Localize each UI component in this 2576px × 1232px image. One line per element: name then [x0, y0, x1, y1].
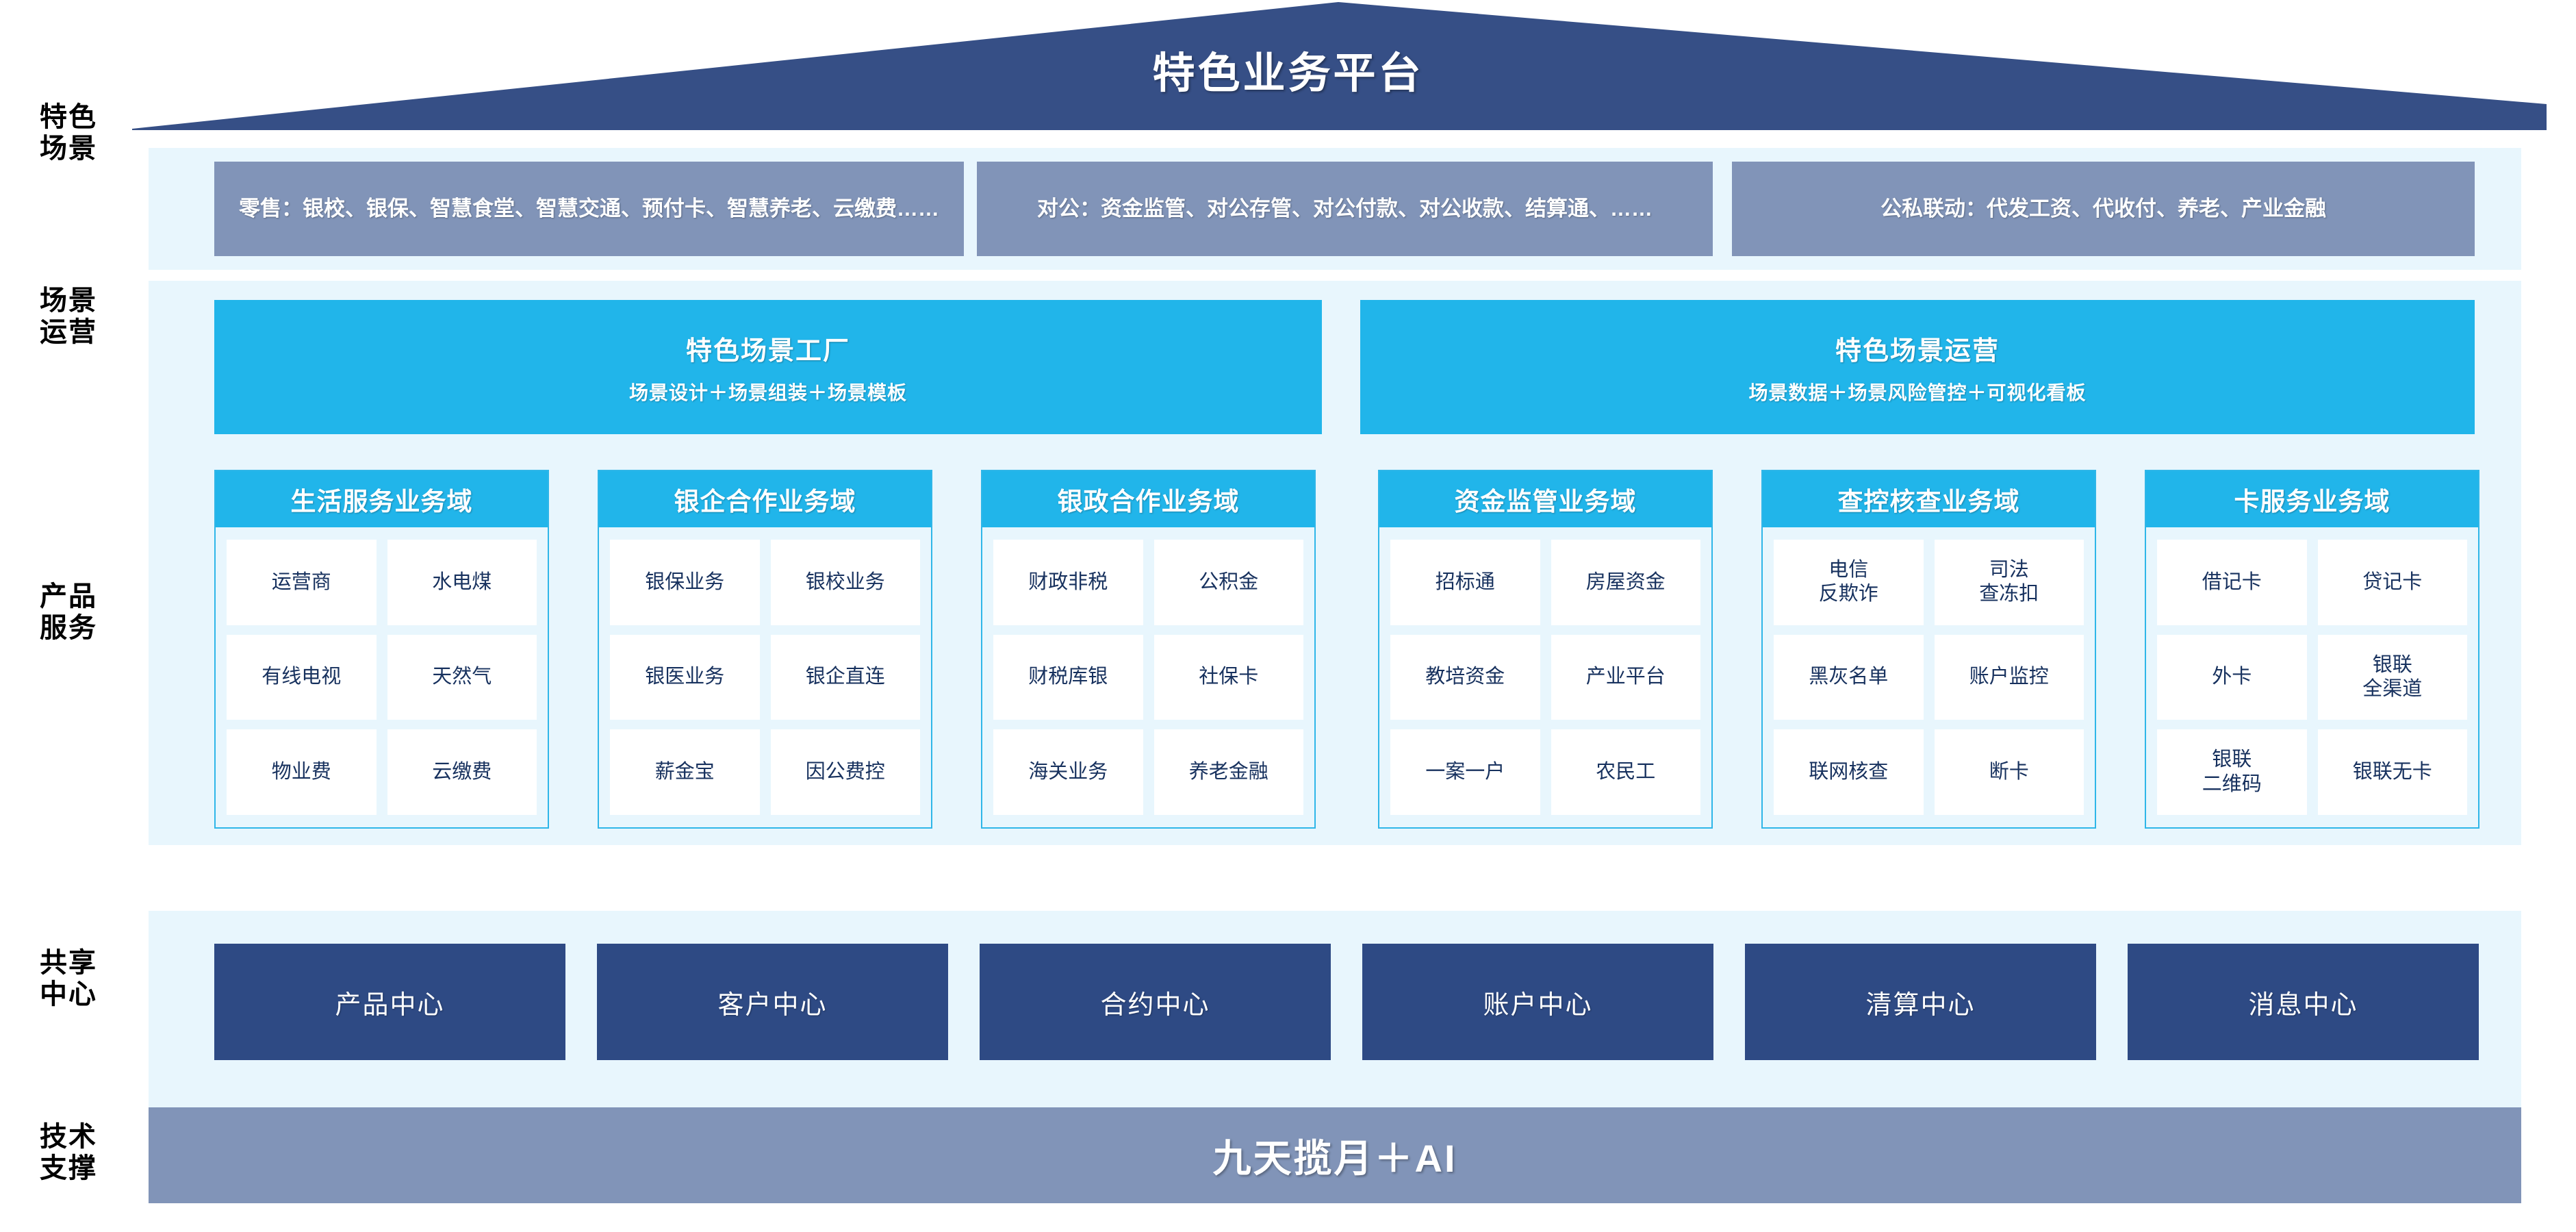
operation-subtitle: 场景数据＋场景风险管控＋可视化看板 — [1748, 381, 2087, 403]
domain-title: 银企合作业务域 — [599, 471, 931, 527]
domain-cell[interactable]: 司法 查冻扣 — [1934, 540, 2084, 625]
scenario-box-retail[interactable]: 零售：银校、银保、智慧食堂、智慧交通、预付卡、智慧养老、云缴费…… — [214, 162, 964, 256]
domain-cell[interactable]: 财税库银 — [993, 634, 1143, 720]
operation-title: 特色场景运营 — [1835, 336, 2000, 366]
row-label-operations: 场景 运营 — [40, 286, 97, 348]
domain-cell[interactable]: 招标通 — [1390, 540, 1540, 625]
roof-shape — [132, 2, 2547, 130]
domain-title: 查控核查业务域 — [1763, 471, 2095, 527]
domain-cell[interactable]: 云缴费 — [387, 729, 537, 815]
domain-cell[interactable]: 水电煤 — [387, 540, 537, 625]
domain-cell[interactable]: 借记卡 — [2157, 540, 2307, 625]
domain-cell[interactable]: 财政非税 — [993, 540, 1143, 625]
domain-cell[interactable]: 社保卡 — [1153, 634, 1303, 720]
shared-center-product-center[interactable]: 产品中心 — [214, 944, 565, 1060]
domain-cell[interactable]: 养老金融 — [1153, 729, 1303, 815]
domain-title: 资金监管业务域 — [1379, 471, 1711, 527]
domain-cell[interactable]: 海关业务 — [993, 729, 1143, 815]
domain-cell[interactable]: 银保业务 — [610, 540, 760, 625]
row-label-shared: 共享 中心 — [40, 948, 97, 1010]
operation-subtitle: 场景设计＋场景组装＋场景模板 — [628, 381, 907, 403]
domain-cell[interactable]: 运营商 — [227, 540, 377, 625]
domain-cell[interactable]: 外卡 — [2157, 634, 2307, 720]
domain-cell[interactable]: 联网核查 — [1774, 729, 1924, 815]
domain-cell-grid: 运营商 水电煤 有线电视 天然气 物业费 云缴费 — [216, 527, 548, 827]
domain-title: 银政合作业务域 — [982, 471, 1314, 527]
row-label-products: 产品 服务 — [40, 581, 97, 644]
domain-cell-grid: 借记卡 贷记卡 外卡 银联 全渠道 银联 二维码 银联无卡 — [2146, 527, 2478, 827]
domain-title: 卡服务业务域 — [2146, 471, 2478, 527]
domain-card-investigation-control[interactable]: 查控核查业务域 电信 反欺诈 司法 查冻扣 黑灰名单 账户监控 联网核查 断卡 — [1761, 470, 2096, 829]
page-title: 特色业务平台 — [1152, 50, 1424, 97]
scenario-box-public-private[interactable]: 公私联动：代发工资、代收付、养老、产业金融 — [1732, 162, 2475, 256]
domain-cell[interactable]: 天然气 — [387, 634, 537, 720]
row-label-scenarios: 特色 场景 — [40, 102, 97, 164]
domain-card-fund-supervision[interactable]: 资金监管业务域 招标通 房屋资金 教培资金 产业平台 一案一户 农民工 — [1378, 470, 1713, 829]
domain-cell[interactable]: 一案一户 — [1390, 729, 1540, 815]
scenario-box-corporate[interactable]: 对公：资金监管、对公存管、对公付款、对公收款、结算通、…… — [977, 162, 1713, 256]
domain-cell[interactable]: 物业费 — [227, 729, 377, 815]
shared-center-account-center[interactable]: 账户中心 — [1362, 944, 1713, 1060]
domain-cell[interactable]: 有线电视 — [227, 634, 377, 720]
domain-card-bank-enterprise[interactable]: 银企合作业务域 银保业务 银校业务 银医业务 银企直连 薪金宝 因公费控 — [598, 470, 932, 829]
domain-title: 生活服务业务域 — [216, 471, 548, 527]
domain-cell[interactable]: 农民工 — [1551, 729, 1700, 815]
domain-card-card-service[interactable]: 卡服务业务域 借记卡 贷记卡 外卡 银联 全渠道 银联 二维码 银联无卡 — [2145, 470, 2479, 829]
domain-cell[interactable]: 教培资金 — [1390, 634, 1540, 720]
domain-cell[interactable]: 产业平台 — [1551, 634, 1700, 720]
domain-cell[interactable]: 银联 全渠道 — [2317, 634, 2467, 720]
domain-cell[interactable]: 电信 反欺诈 — [1774, 540, 1924, 625]
shared-center-message-center[interactable]: 消息中心 — [2128, 944, 2479, 1060]
domain-cell[interactable]: 公积金 — [1153, 540, 1303, 625]
shared-center-customer-center[interactable]: 客户中心 — [597, 944, 948, 1060]
domain-cell-grid: 招标通 房屋资金 教培资金 产业平台 一案一户 农民工 — [1379, 527, 1711, 827]
domain-cell-grid: 财政非税 公积金 财税库银 社保卡 海关业务 养老金融 — [982, 527, 1314, 827]
domain-cell[interactable]: 黑灰名单 — [1774, 634, 1924, 720]
operation-box-scenario-factory[interactable]: 特色场景工厂 场景设计＋场景组装＋场景模板 — [214, 300, 1322, 434]
domain-cell-grid: 电信 反欺诈 司法 查冻扣 黑灰名单 账户监控 联网核查 断卡 — [1763, 527, 2095, 827]
row-label-tech: 技术 支撑 — [40, 1122, 97, 1184]
operation-title: 特色场景工厂 — [685, 336, 850, 366]
domain-cell[interactable]: 因公费控 — [770, 729, 920, 815]
domain-card-life-service[interactable]: 生活服务业务域 运营商 水电煤 有线电视 天然气 物业费 云缴费 — [214, 470, 549, 829]
domain-cell[interactable]: 贷记卡 — [2317, 540, 2467, 625]
domain-cell[interactable]: 银联 二维码 — [2157, 729, 2307, 815]
domain-cell[interactable]: 银校业务 — [770, 540, 920, 625]
shared-center-clearing-center[interactable]: 清算中心 — [1745, 944, 2096, 1060]
domain-cell[interactable]: 账户监控 — [1934, 634, 2084, 720]
domain-cell[interactable]: 断卡 — [1934, 729, 2084, 815]
domain-cell-grid: 银保业务 银校业务 银医业务 银企直连 薪金宝 因公费控 — [599, 527, 931, 827]
domain-cell[interactable]: 银企直连 — [770, 634, 920, 720]
domain-card-bank-government[interactable]: 银政合作业务域 财政非税 公积金 财税库银 社保卡 海关业务 养老金融 — [981, 470, 1316, 829]
domain-cell[interactable]: 银联无卡 — [2317, 729, 2467, 815]
tech-support-bar[interactable]: 九天揽月＋AI — [149, 1107, 2521, 1203]
shared-center-contract-center[interactable]: 合约中心 — [980, 944, 1331, 1060]
domain-cell[interactable]: 银医业务 — [610, 634, 760, 720]
domain-cell[interactable]: 房屋资金 — [1551, 540, 1700, 625]
operation-box-scenario-operation[interactable]: 特色场景运营 场景数据＋场景风险管控＋可视化看板 — [1360, 300, 2475, 434]
domain-cell[interactable]: 薪金宝 — [610, 729, 760, 815]
platform-roof: 特色业务平台 — [0, 0, 2576, 130]
